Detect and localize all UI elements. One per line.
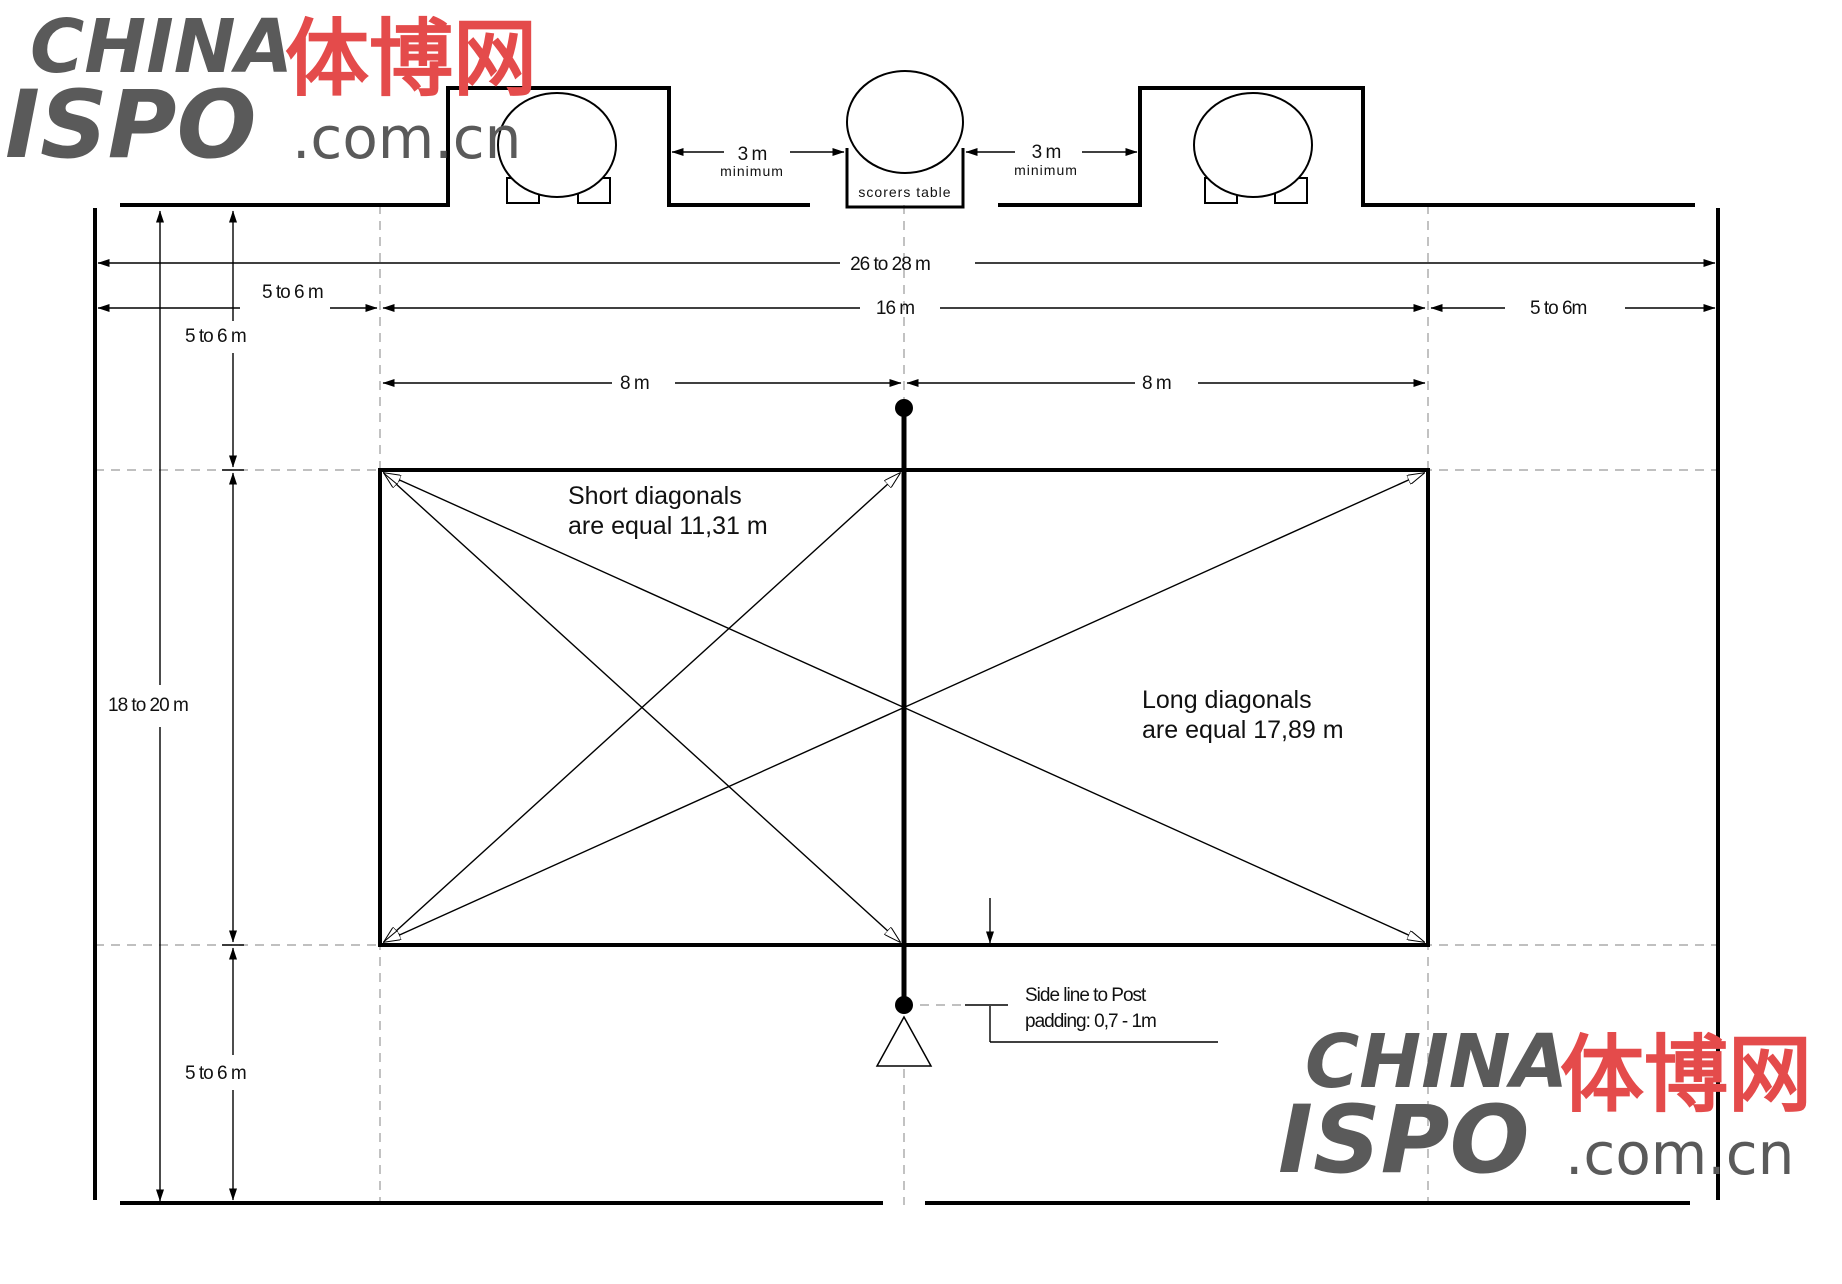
short-diagonals-line2: are equal 11,31 m [568, 512, 768, 540]
watermark-bottom-ispo: ISPO [1278, 1086, 1529, 1195]
bench-gap-left-sub: minimum [720, 163, 784, 179]
watermark-bottom-cjk: 体博网 [1560, 1026, 1812, 1124]
long-diagonals-line2: are equal 17,89 m [1142, 716, 1344, 744]
free-zone-left-label: 5 to 6 m [262, 282, 323, 303]
watermark-top-ispo: ISPO [5, 71, 256, 180]
overall-depth-label: 18 to 20 m [108, 695, 188, 716]
net-post-bottom [895, 996, 913, 1014]
watermark-logo-bottom: CHINA ISPO 体博网 .com.cn [1278, 1019, 1812, 1195]
net-post-top [895, 399, 913, 417]
post-note-line1: Side line to Post [1025, 985, 1147, 1006]
bench-gap-right-sub: minimum [1014, 162, 1078, 178]
half-left-label: 8 m [620, 373, 649, 394]
free-zone-right-label: 5 to 6m [1530, 298, 1587, 319]
watermark-top-domain: .com.cn [292, 104, 521, 172]
watermark-top-cjk: 体博网 [285, 10, 537, 108]
watermark-bottom-domain: .com.cn [1565, 1120, 1794, 1188]
dimension-labels: 26 to 28 m 5 to 6 m 16 m 5 to 6m 8 m 8 m… [108, 142, 1588, 1084]
referee-stand-triangle [875, 1015, 933, 1067]
watermark-logo-top: CHINA ISPO 体博网 .com.cn [5, 4, 537, 180]
half-right-label: 8 m [1142, 373, 1171, 394]
team-bench-right [1193, 92, 1313, 204]
court-length-label: 16 m [876, 298, 914, 319]
free-zone-top-label: 5 to 6 m [185, 326, 246, 347]
free-zone-bottom-label: 5 to 6 m [185, 1063, 246, 1084]
outer-boundary [93, 86, 1720, 1205]
long-diagonals-line1: Long diagonals [1142, 686, 1312, 714]
overall-width-label: 26 to 28 m [850, 254, 930, 275]
dimension-lines [97, 148, 1716, 1202]
court-diagonals [384, 473, 1424, 942]
watermark-top-china: CHINA [30, 4, 293, 90]
post-note-line2: padding: 0,7 - 1m [1025, 1011, 1156, 1032]
watermark-bottom-china: CHINA [1305, 1019, 1568, 1105]
scorers-table [846, 70, 964, 174]
team-bench-left [497, 92, 617, 204]
short-diagonals-line1: Short diagonals [568, 482, 742, 510]
diagonal-notes: Short diagonals are equal 11,31 m Long d… [568, 482, 1344, 1032]
scorers-table-label: scorers table [858, 184, 951, 200]
bench-gap-left-label: 3 m [738, 144, 767, 165]
bench-gap-right-label: 3 m [1032, 142, 1061, 163]
